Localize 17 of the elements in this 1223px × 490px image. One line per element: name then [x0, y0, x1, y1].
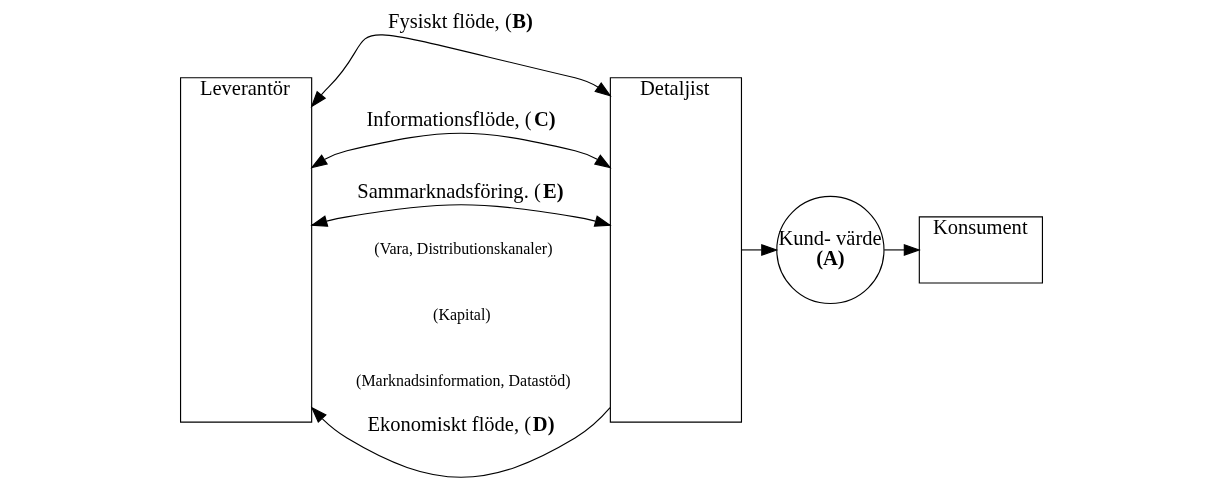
- arrow: [310, 406, 611, 478]
- node-box: Konsument: [918, 216, 1043, 284]
- arrow: [310, 34, 612, 108]
- label: (Marknadsinformation, Datastöd): [356, 372, 571, 390]
- label: (Kapital): [433, 306, 491, 324]
- node-box: Leverantör: [180, 77, 313, 423]
- arrow: [310, 132, 612, 169]
- label: (Vara, Distributionskanaler): [374, 240, 553, 258]
- edge-label: Sammarknadsföring. (E): [357, 179, 564, 202]
- node-box: Detaljist: [609, 77, 743, 423]
- node-circle: Kund- värde (A): [776, 195, 885, 305]
- arrow: [741, 243, 779, 256]
- arrow: [883, 243, 921, 256]
- edge-label: Fysiskt flöde, (B): [388, 10, 533, 33]
- edge-label: Ekonomiskt flöde, (D): [367, 412, 555, 435]
- edge-label: Informationsflöde, (C): [366, 108, 556, 131]
- arrow: [310, 204, 612, 227]
